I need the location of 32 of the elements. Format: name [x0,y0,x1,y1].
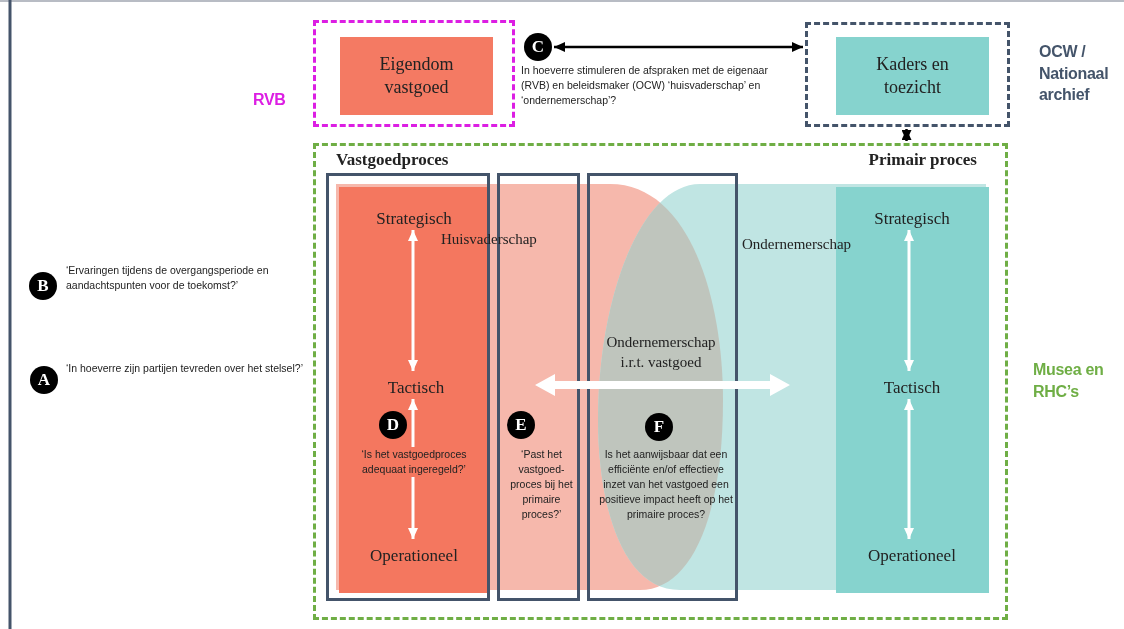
question-text: ‘Past het vastgoed-proces bij het primaire proces?’ [509,447,574,522]
group-label: Musea en RHC’s [1033,360,1105,402]
region-label: Ondernemerschap i.r.t. vastgoed [605,333,717,372]
section-heading: Vastgoedproces [336,150,450,171]
double-arrow [408,399,418,539]
group-label: RVB [253,90,287,110]
box-label: Kaders en toezicht [875,52,950,99]
section-heading: Primair proces [867,150,977,171]
letter-badge: D [379,411,407,439]
question-text: ‘Ervaringen tijdens de overgangsperiode en aandachtspunten voor de toekomst?’ [66,263,270,293]
level-label: Strategisch [855,207,969,231]
process-box [340,37,493,115]
level-label: Operationeel [849,544,975,568]
question-text: ‘In hoeverre zijn partijen tevreden over het stelsel?’ [66,361,304,376]
process-box [836,37,989,115]
question-text: Is het aanwijsbaar dat een efficiënte en/of effectieve inzet van het vastgoed een positieve impact heeft op het primaire proces? [598,447,734,522]
letter-badge: C [524,33,552,61]
letter-badge: A [30,366,58,394]
double-arrow [904,399,914,539]
question-text: In hoeverre stimuleren de afspraken met de eigenaar (RVB) en beleidsmaker (OCW) ‘huisvaderschap’ en ‘ondernemerschap’? [521,63,769,108]
box-label: Eigendom vastgoed [378,52,455,99]
double-arrow [901,129,912,141]
level-label: Operationeel [353,544,475,568]
double-arrow [554,42,803,52]
double-arrow [904,230,914,371]
level-label: Tactisch [865,376,959,400]
level-label: Strategisch [359,207,469,231]
region-label: Ondernemerschap [742,235,853,254]
letter-badge: B [29,272,57,300]
level-label: Tactisch [369,376,463,400]
group-label: OCW / Nationaal archief [1039,42,1110,106]
double-arrow [408,230,418,371]
